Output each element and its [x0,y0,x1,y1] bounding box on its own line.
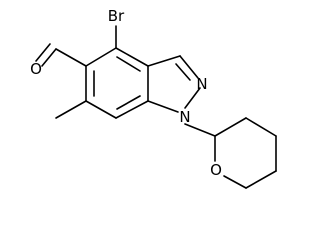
bond-thp-c6-o [223,175,247,189]
substituents [35,25,216,137]
pyrazole-n1-label: N [179,108,190,126]
bond-thp-c5-c6 [245,170,277,189]
bond-n1-thp [184,123,216,137]
benzene-ring [85,47,149,119]
bond-n1-c7a [147,100,179,113]
bond-c6-c7 [85,100,117,119]
chemical-structure-diagram: Br O N N O [30,7,277,189]
bond-c4-c5 [85,47,117,67]
bond-c7-c7a [115,100,149,119]
bond-thp-c3-c4 [245,117,277,137]
pyrazole-n2-label: N [196,75,207,93]
bond-c3-n2-inner [175,63,191,81]
pyran-oxygen-label: O [210,161,222,179]
bond-cho-o-double [35,43,51,62]
bond-c5-cho [55,48,87,67]
bromine-atom-label: Br [108,7,125,25]
pyrazole-ring [147,55,201,113]
bond-n2-n1 [184,87,201,109]
aldehyde-oxygen-label: O [30,60,42,78]
bond-c3a-c4-inner [116,56,141,72]
bond-c7-c7a-inner [116,95,141,110]
bond-c3a-c4 [115,47,149,67]
tetrahydropyran-ring [214,117,277,189]
bond-cho-o [41,48,57,67]
bond-thp-c2-c3 [214,117,247,137]
bond-c3-n2 [179,55,199,79]
bond-c3a-c3 [147,55,181,67]
bond-c6-methyl [55,100,87,119]
